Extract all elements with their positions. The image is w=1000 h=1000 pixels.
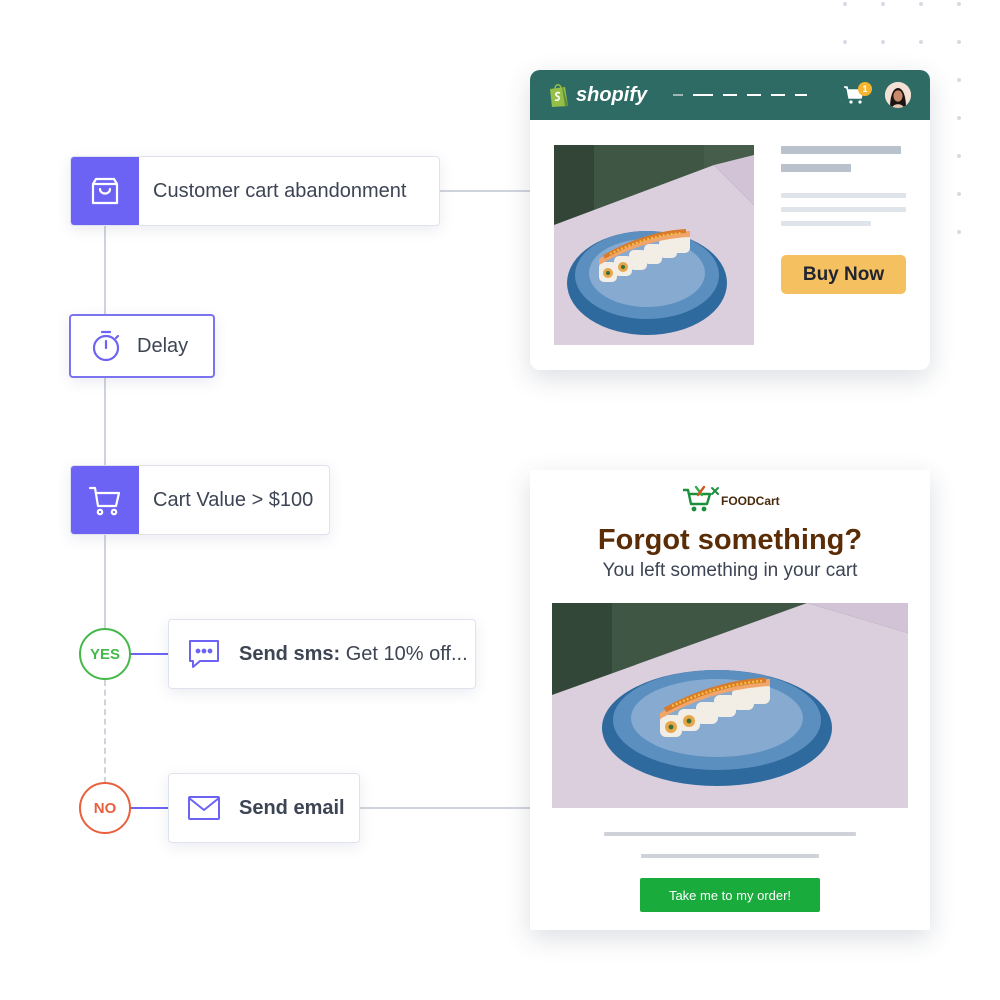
no-badge: NO bbox=[79, 782, 131, 834]
shopping-bag-icon bbox=[71, 157, 139, 225]
connector-trigger-shopify bbox=[440, 190, 532, 192]
foodcart-brand-name: FOODCart bbox=[721, 494, 780, 508]
connector-delay-condition bbox=[104, 378, 106, 466]
connector-yes-sms bbox=[130, 653, 168, 655]
stopwatch-icon bbox=[89, 329, 123, 363]
user-avatar[interactable] bbox=[885, 82, 911, 108]
shopify-logo-text: shopify bbox=[576, 83, 648, 106]
take-me-to-order-button[interactable]: Take me to my order! bbox=[640, 878, 820, 912]
envelope-icon bbox=[187, 791, 221, 825]
send-email-node[interactable]: Send email bbox=[168, 773, 360, 843]
cart-count-badge: 1 bbox=[858, 82, 872, 96]
email-headline: Forgot something? bbox=[597, 524, 863, 556]
send-sms-text: Get 10% off... bbox=[340, 642, 468, 665]
cart-icon bbox=[71, 466, 139, 534]
connector-yes-no bbox=[104, 680, 106, 783]
email-text-placeholder-line-2 bbox=[641, 854, 819, 858]
foodcart-logo: FOODCart bbox=[682, 484, 780, 514]
shopify-product-card: shopify 1 bbox=[530, 70, 930, 370]
shopify-header: shopify 1 bbox=[530, 70, 930, 120]
title-placeholder-line bbox=[781, 146, 901, 154]
send-sms-label: Send sms: Get 10% off... bbox=[221, 643, 468, 666]
connector-no-email bbox=[130, 807, 168, 809]
desc-placeholder-line bbox=[781, 193, 906, 198]
desc-placeholder-line-3 bbox=[781, 221, 871, 226]
chat-bubble-icon bbox=[187, 637, 221, 671]
foodcart-cart-icon bbox=[683, 485, 719, 512]
email-subline: You left something in your cart bbox=[602, 560, 858, 581]
buy-now-button[interactable]: Buy Now bbox=[781, 255, 906, 294]
trigger-node[interactable]: Customer cart abandonment bbox=[70, 156, 440, 226]
product-image bbox=[554, 145, 754, 345]
email-text-placeholder-line bbox=[604, 832, 856, 836]
email-product-image bbox=[552, 603, 908, 808]
condition-label: Cart Value > $100 bbox=[153, 488, 314, 511]
trigger-label: Customer cart abandonment bbox=[153, 179, 407, 202]
shopify-bag-icon bbox=[548, 82, 570, 108]
title-placeholder-line-2 bbox=[781, 164, 851, 172]
recovery-email-card: FOODCart Forgot something? You left some… bbox=[530, 470, 930, 930]
connector-trigger-delay bbox=[104, 225, 106, 315]
yes-badge: YES bbox=[79, 628, 131, 680]
condition-node[interactable]: Cart Value > $100 bbox=[70, 465, 330, 535]
delay-label: Delay bbox=[137, 334, 189, 357]
delay-node[interactable]: Delay bbox=[69, 314, 215, 378]
no-badge-label: NO bbox=[93, 799, 117, 817]
send-sms-bold: Send sms: bbox=[239, 642, 341, 665]
nav-placeholder-dashes bbox=[673, 94, 807, 96]
desc-placeholder-line-2 bbox=[781, 207, 906, 212]
connector-email-card bbox=[360, 807, 532, 809]
yes-badge-label: YES bbox=[89, 645, 120, 663]
send-sms-node[interactable]: Send sms: Get 10% off... bbox=[168, 619, 476, 689]
send-email-label: Send email bbox=[239, 796, 345, 819]
connector-condition-yes bbox=[104, 534, 106, 628]
